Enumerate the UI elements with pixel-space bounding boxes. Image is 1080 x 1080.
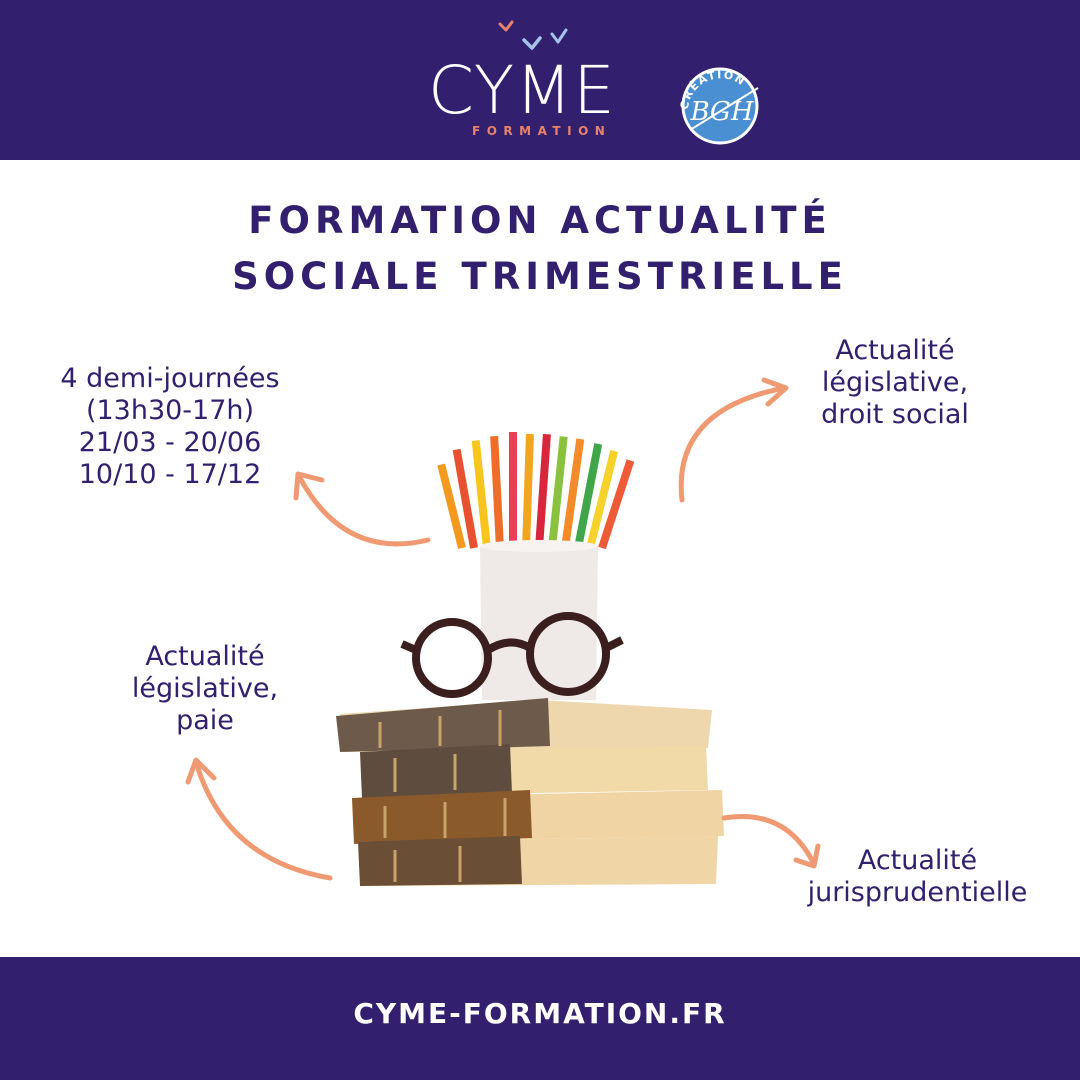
book-stack-icon bbox=[336, 698, 724, 886]
topic-line: droit social bbox=[821, 399, 969, 430]
pencils-icon bbox=[437, 432, 635, 550]
topic-jurisprudentielle: Actualité jurisprudentielle bbox=[780, 845, 1055, 909]
birds-icon bbox=[498, 20, 568, 50]
page-title-line1: FORMATION ACTUALITÉ bbox=[248, 199, 832, 242]
topic-line: jurisprudentielle bbox=[807, 877, 1028, 908]
topic-line: législative, bbox=[821, 367, 969, 398]
arrow-to-paie bbox=[193, 759, 333, 881]
arrowhead-icon bbox=[761, 377, 789, 407]
logo-subtext: FORMATION bbox=[472, 124, 612, 138]
page-title-line2: SOCIALE TRIMESTRIELLE bbox=[232, 255, 848, 298]
footer-band bbox=[0, 957, 1080, 1080]
arrowhead-icon bbox=[293, 471, 325, 501]
schedule-line: 4 demi-journées bbox=[60, 363, 280, 394]
arrowhead-icon bbox=[185, 757, 217, 785]
arrowhead-icon bbox=[793, 843, 821, 869]
arrow-to-droit-social bbox=[678, 385, 787, 503]
arrow-to-schedule bbox=[297, 475, 431, 547]
schedule-line: 10/10 - 17/12 bbox=[78, 459, 262, 490]
website-link[interactable]: CYME-FORMATION.FR bbox=[353, 997, 727, 1030]
topic-legislative-droit-social: Actualité législative, droit social bbox=[790, 335, 1000, 431]
logo-text: CYME bbox=[428, 52, 616, 129]
schedule-line: 21/03 - 20/06 bbox=[78, 427, 262, 458]
glasses-icon bbox=[400, 612, 624, 698]
header-band bbox=[0, 0, 1080, 160]
creation-badge: CRÉATION BGH bbox=[678, 67, 759, 145]
topic-line: Actualité bbox=[835, 335, 955, 366]
topic-legislative-paie: Actualité législative, paie bbox=[100, 641, 310, 737]
schedule-label: 4 demi-journées (13h30-17h) 21/03 - 20/0… bbox=[20, 363, 320, 491]
badge-monogram: BGH bbox=[689, 97, 754, 127]
arrow-to-jurisprudentielle bbox=[721, 814, 817, 867]
topic-line: paie bbox=[176, 705, 234, 736]
topic-line: législative, bbox=[131, 673, 279, 704]
topic-line: Actualité bbox=[145, 641, 265, 672]
schedule-line: (13h30-17h) bbox=[85, 395, 255, 426]
cyme-logo: CYME FORMATION bbox=[428, 18, 648, 146]
books-pencils-photo bbox=[336, 432, 724, 886]
topic-line: Actualité bbox=[857, 845, 978, 876]
